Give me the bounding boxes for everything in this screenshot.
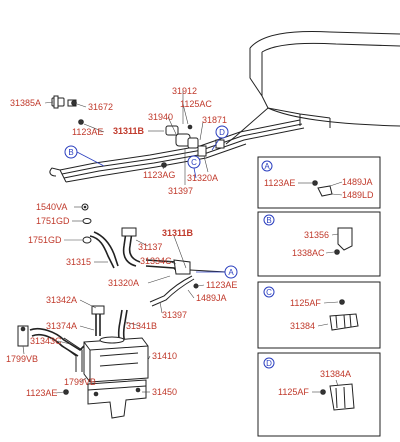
detail-c-label-1125AF: 1125AF (290, 298, 321, 308)
detail-panel-d: D 31384A 1125AF (257, 352, 381, 437)
label-31397-top: 31397 (168, 186, 193, 196)
detail-a-letter: A (264, 162, 270, 171)
vehicle-body-outline (225, 31, 400, 145)
detail-a-label-1123AE: 1123AE (264, 178, 295, 188)
canister-assembly (63, 336, 149, 419)
detail-b-letter: B (266, 216, 271, 225)
bracket-parts-top-left (51, 95, 84, 125)
detail-b-label-1338AC: 1338AC (292, 248, 325, 258)
detail-c-label-31384: 31384 (290, 321, 315, 331)
label-31342A: 31342A (46, 295, 77, 305)
fuel-line-assembly (49, 119, 305, 183)
label-1751GD-upper: 1751GD (36, 216, 70, 226)
label-31343C: 31343C (30, 336, 62, 346)
detail-b-circle (263, 214, 275, 226)
canister-hoses (17, 305, 128, 372)
label-1751GD-lower: 1751GD (28, 235, 62, 245)
vapor-hoses (81, 203, 227, 307)
label-1125AC: 1125AC (180, 99, 212, 109)
label-31385A: 31385A (10, 98, 41, 108)
detail-c-circle (263, 286, 275, 298)
callout-d-marker (215, 125, 229, 139)
label-1123AE-mid: 1123AE (206, 280, 237, 290)
detail-panel-b: B 31356 1338AC (257, 211, 381, 277)
label-31320A-mid: 31320A (108, 278, 139, 288)
line-clamps (161, 124, 225, 168)
callout-d-letter: D (219, 128, 225, 137)
label-31672: 31672 (88, 102, 113, 112)
label-1799VB-left: 1799VB (6, 354, 38, 364)
label-31397-mid: 31397 (162, 310, 187, 320)
label-1123AG: 1123AG (143, 170, 175, 180)
detail-d-circle (263, 357, 275, 369)
label-31410: 31410 (152, 351, 177, 361)
label-31912: 31912 (172, 86, 197, 96)
detail-a-label-1489LD: 1489LD (342, 190, 374, 200)
label-31334C: 31334C (140, 256, 172, 266)
label-31311B-top: 31311B (113, 126, 145, 136)
label-31940: 31940 (148, 112, 173, 122)
part-labels: 31385A 31672 1123AE 31311B 31912 1125AC … (6, 86, 237, 398)
detail-c-letter: C (266, 288, 272, 297)
label-1799VB-lower: 1799VB (64, 377, 96, 387)
detail-b-label-31356: 31356 (304, 230, 329, 240)
callout-markers: B C D A (64, 125, 238, 279)
callout-b-letter: B (68, 148, 73, 157)
label-31137: 31137 (138, 242, 162, 252)
label-1489JA-mid: 1489JA (196, 293, 227, 303)
detail-panel-a: A 1123AE 1489JA 1489LD (257, 156, 381, 209)
label-31320A-top: 31320A (187, 173, 218, 183)
leader-lines (22, 91, 209, 394)
label-31311B-mid: 31311B (162, 228, 194, 238)
callout-c-letter: C (191, 158, 197, 167)
label-31450: 31450 (152, 387, 177, 397)
label-1540VA: 1540VA (36, 202, 67, 212)
detail-d-label-31384A: 31384A (320, 369, 351, 379)
detail-d-letter: D (266, 359, 272, 368)
label-31871: 31871 (202, 115, 227, 125)
callout-a-letter: A (228, 268, 234, 277)
label-1123AE-top: 1123AE (72, 127, 103, 137)
label-1123AE-bottom: 1123AE (26, 388, 57, 398)
label-31341B: 31341B (126, 321, 157, 331)
label-31374A: 31374A (46, 321, 77, 331)
detail-a-circle (261, 160, 273, 172)
detail-panel-c: C 1125AF 31384 (257, 281, 381, 349)
detail-a-label-1489JA: 1489JA (342, 177, 373, 187)
detail-d-label-1125AF: 1125AF (278, 387, 309, 397)
label-31315: 31315 (66, 257, 91, 267)
